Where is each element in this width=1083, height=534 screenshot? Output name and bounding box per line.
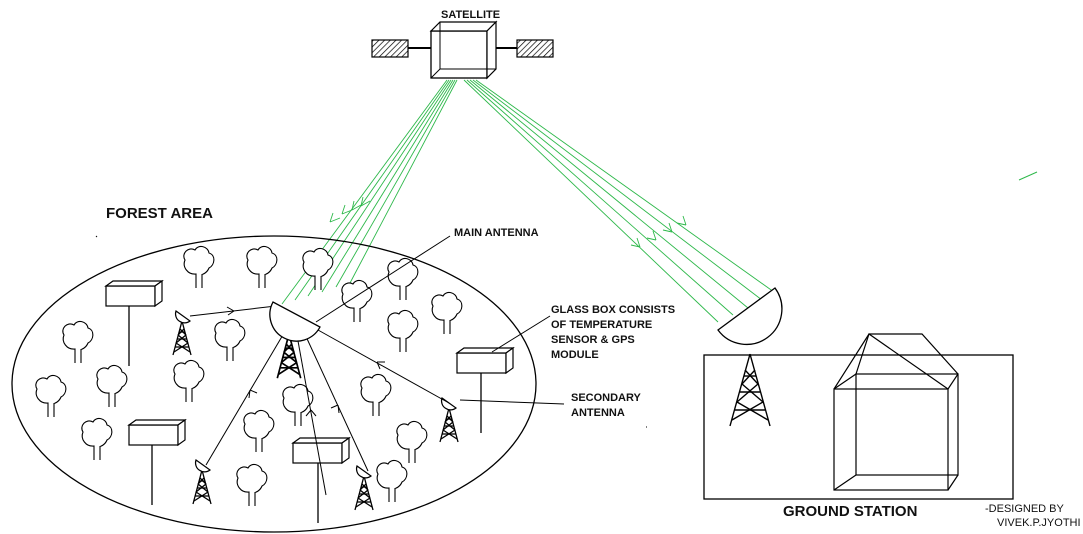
credit-label: -DESIGNED BY VIVEK.P.JYOTHI [985,503,1081,529]
dish-antenna-icon [355,465,373,479]
antenna-tower-icon [192,459,212,505]
tree-icon [396,420,428,464]
tree-icon [81,417,113,461]
dish-antenna-icon [174,310,192,324]
satellite-icon [371,20,554,80]
antenna-tower-icon [172,310,192,356]
tree-icon [376,459,408,503]
forest-area-boundary [11,235,537,533]
tree-icon [387,309,419,353]
ground-station-label: GROUND STATION [783,503,917,520]
tree-icon [96,364,128,408]
tree-icon [387,257,419,301]
satellite-body [430,30,488,79]
tree-icon [282,383,314,427]
antenna-tower-icon [439,397,459,443]
antenna-tower-icon [717,287,783,427]
tree-icon [173,359,205,403]
tree-icon [246,245,278,289]
svg-text:-DESIGNED BY: -DESIGNED BY [985,503,1065,515]
tree-icon [183,245,215,289]
tree-icon [236,463,268,507]
sensor-boxes [105,280,514,523]
tree-icon [62,320,94,364]
dish-antenna-icon [269,301,321,342]
callout-lines [315,235,565,405]
sensor-box-icon [128,419,186,505]
stray-mark [1018,171,1038,181]
antenna-tower-icon [354,465,374,511]
downlink-signal-beams [463,79,775,323]
main-antenna [269,301,321,380]
tree-icon [214,318,246,362]
tree-icon [302,247,334,291]
sensor-box-icon [105,280,163,366]
main-antenna-label: MAIN ANTENNA [454,227,539,239]
solar-panel-right [516,39,554,58]
svg-text:ANTENNA: ANTENNA [571,407,625,419]
svg-text:GLASS BOX CONSISTS: GLASS BOX CONSISTS [551,304,675,316]
ground-station [703,287,1014,500]
tree-icon [341,279,373,323]
link-lines [189,305,450,496]
svg-text:OF TEMPERATURE: OF TEMPERATURE [551,319,652,331]
ground-station-building-icon [833,333,959,491]
tree-icon [431,291,463,335]
svg-text:SECONDARY: SECONDARY [571,392,642,404]
dish-antenna-icon [194,459,212,473]
tree-icon [360,373,392,417]
tree-icon [243,409,275,453]
uplink-signal-beams [281,79,458,305]
sensor-box-icon [456,347,514,433]
secondary-antennas [172,310,459,511]
sensor-box-icon [292,437,350,523]
trees [35,245,463,507]
solar-panel-left [371,39,409,58]
secondary-antenna-label: SECONDARY ANTENNA [571,392,642,419]
dish-antenna-icon [717,287,783,346]
forest-area-label: FOREST AREA [106,205,213,222]
satellite-label: SATELLITE [441,9,500,21]
glass-box-label: GLASS BOX CONSISTS OF TEMPERATURE SENSOR… [551,304,675,361]
tree-icon [35,374,67,418]
svg-text:MODULE: MODULE [551,349,599,361]
svg-text:VIVEK.P.JYOTHI: VIVEK.P.JYOTHI [997,517,1081,529]
svg-text:SENSOR & GPS: SENSOR & GPS [551,334,635,346]
ground-station-boundary [703,354,1014,500]
